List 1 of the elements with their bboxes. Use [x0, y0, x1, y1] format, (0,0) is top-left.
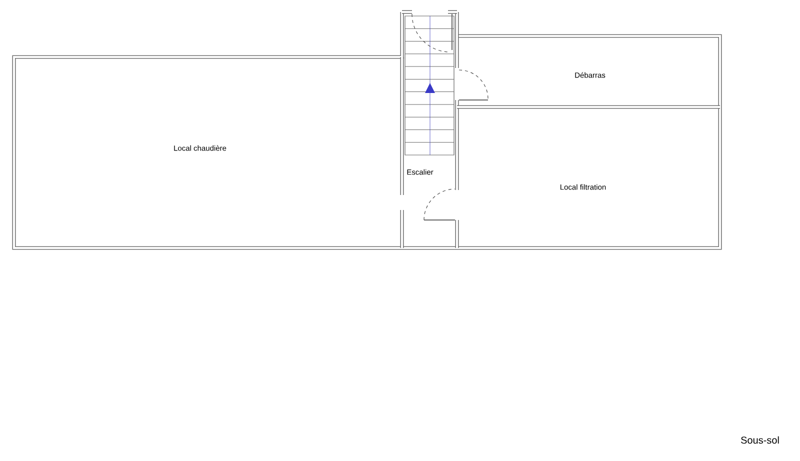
floor-label: Sous-sol	[741, 436, 779, 444]
